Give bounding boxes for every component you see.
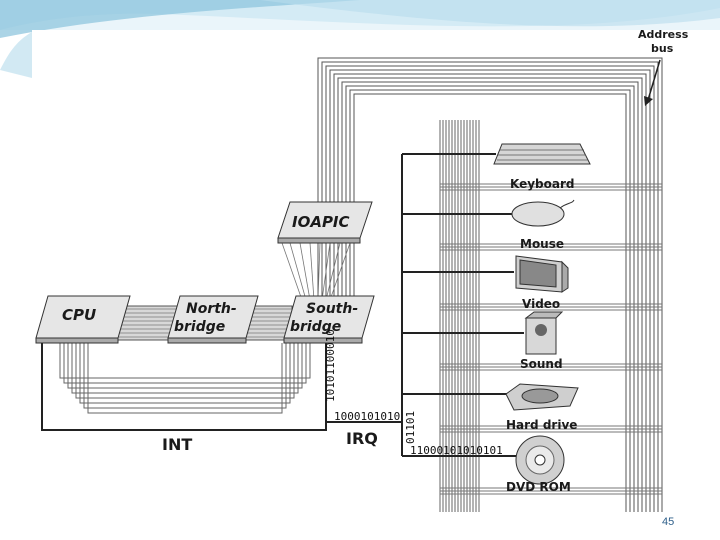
bit-stream-small: 01101: [404, 411, 417, 444]
northbridge-chip: North- bridge: [167, 295, 259, 344]
chip-bus-lines: [59, 343, 311, 414]
device-label-keyboard: Keyboard: [510, 177, 575, 191]
int-label: INT: [162, 435, 192, 454]
monitor-icon: [515, 255, 569, 293]
cpu-label: CPU: [62, 306, 96, 324]
device-bus-lines: [439, 120, 480, 512]
cpu-chip: CPU: [35, 295, 131, 344]
northbridge-label-1: North-: [186, 301, 237, 317]
device-label-sound: Sound: [520, 357, 563, 371]
ioapic-label: IOAPIC: [292, 213, 350, 231]
irq-lines: [325, 153, 524, 457]
address-bus-arrow-icon: [644, 59, 661, 106]
irq-label: IRQ: [346, 429, 378, 448]
address-bus: [317, 57, 663, 512]
bit-stream-lower: 11000101010101: [410, 444, 503, 457]
device-label-dvd-rom: DVD ROM: [506, 480, 571, 494]
page-number: 45: [662, 516, 675, 528]
device-label-video: Video: [522, 297, 560, 311]
header-swoosh: [0, 0, 720, 78]
southbridge-label-1: South-: [306, 301, 358, 317]
dvd-disc-icon: [515, 435, 565, 485]
device-label-mouse: Mouse: [520, 237, 564, 251]
southbridge-label-2: bridge: [290, 319, 341, 335]
address-bus-label-1: Address: [638, 28, 689, 41]
hard-drive-icon: [505, 383, 579, 411]
address-bus-label-2: bus: [651, 42, 674, 55]
bit-stream-horizontal: 1000101010: [334, 410, 400, 423]
keyboard-icon: [493, 143, 591, 165]
mouse-icon: [511, 199, 575, 227]
ioapic-chip: IOAPIC: [277, 201, 373, 244]
device-tap-lines: [440, 183, 662, 495]
bit-stream-vertical: 10101100010: [324, 329, 337, 402]
northbridge-label-2: bridge: [174, 319, 225, 335]
speaker-icon: [524, 311, 564, 355]
southbridge-chip: South- bridge: [283, 295, 375, 344]
device-label-hard-drive: Hard drive: [506, 418, 577, 432]
ioapic-fan-lines: [281, 242, 351, 301]
